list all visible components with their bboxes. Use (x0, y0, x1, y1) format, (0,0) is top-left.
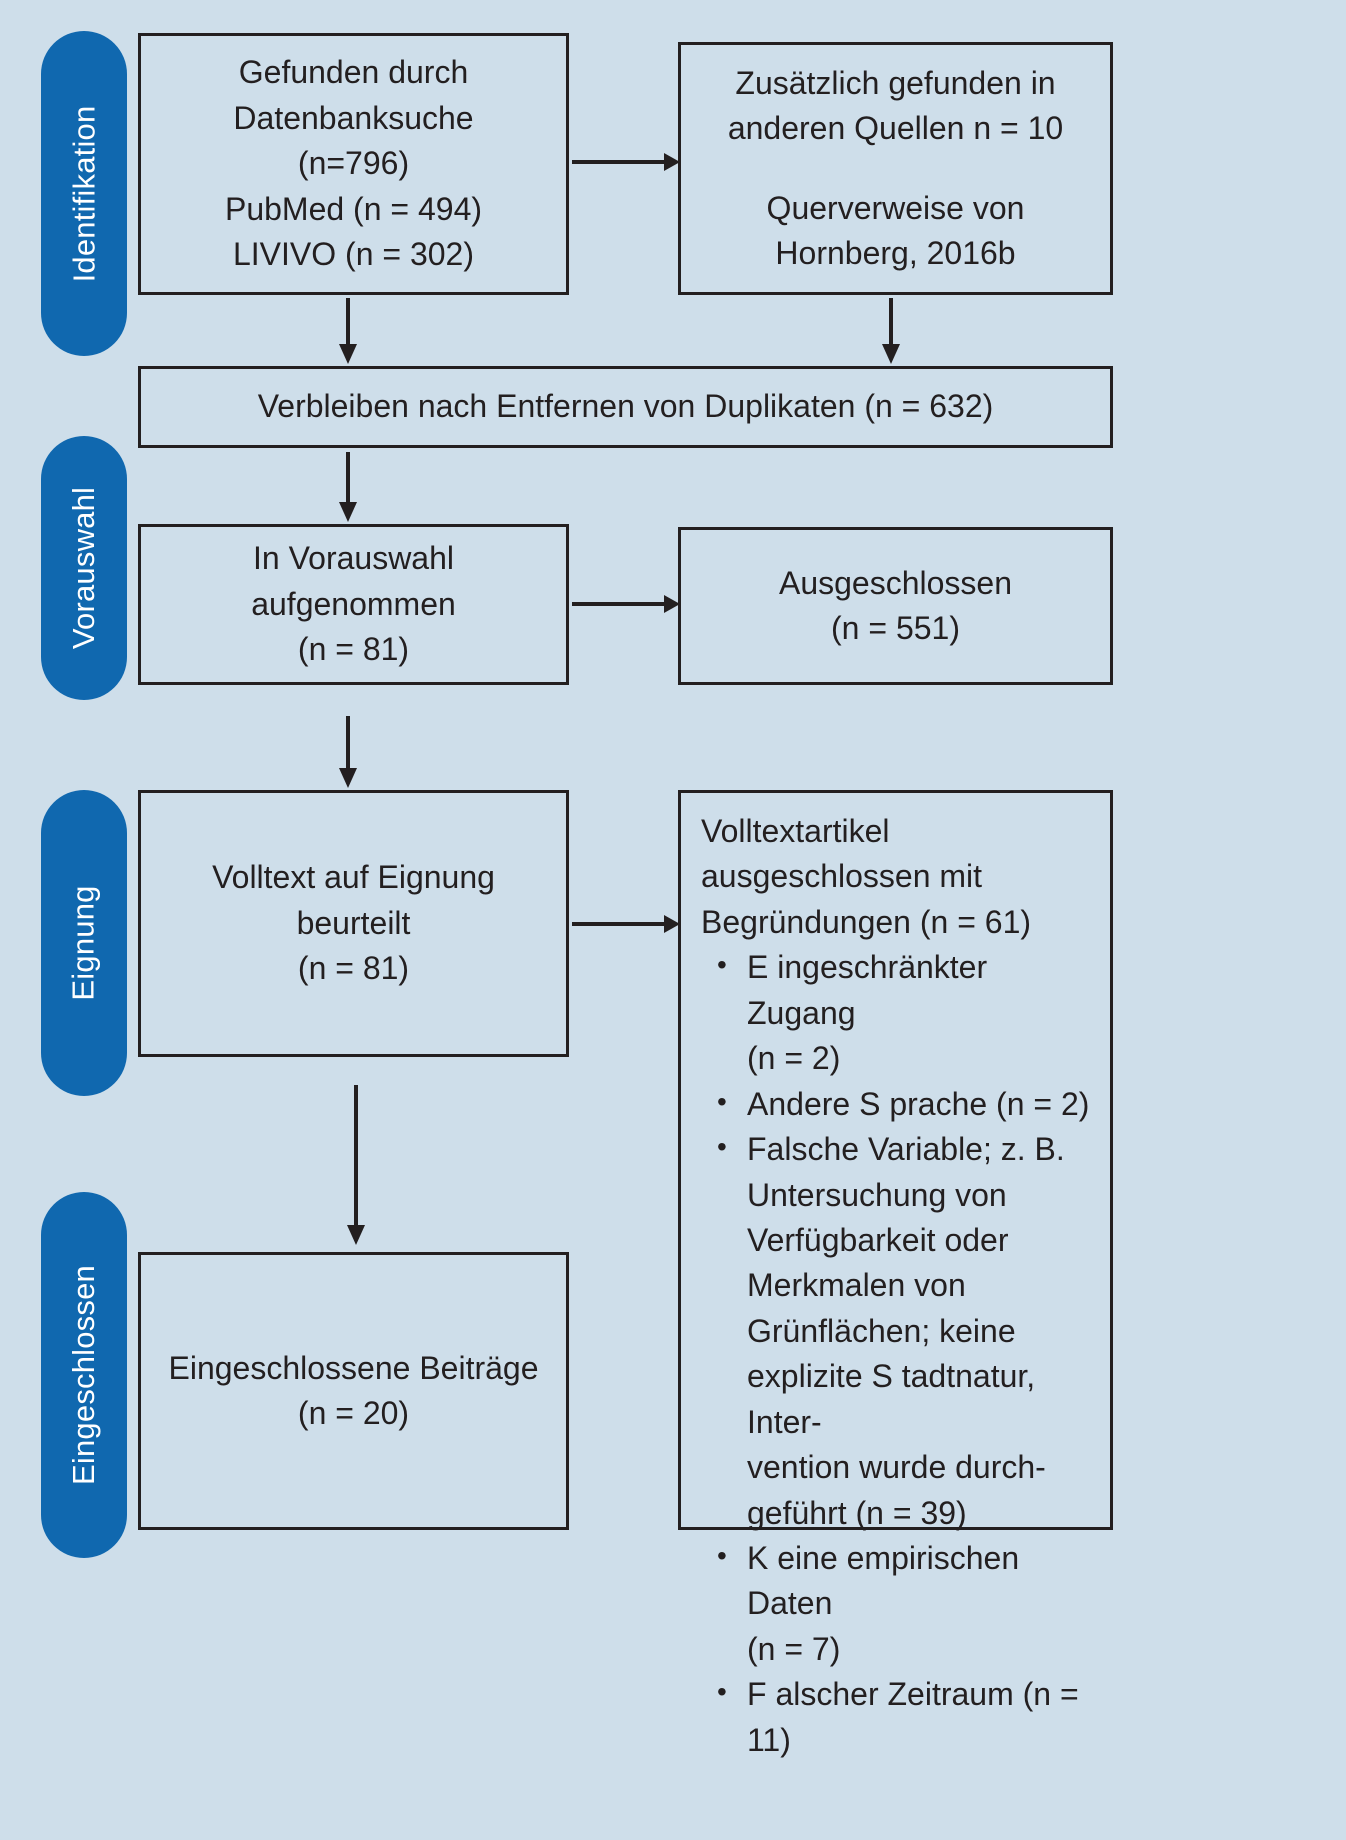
arrow-duplicates-to-screening (336, 452, 360, 522)
box-eligibility: Volltext auf Eignung beurteilt (n = 81) (138, 790, 569, 1057)
box-database-search: Gefunden durch Datenbanksuche (n=796) Pu… (138, 33, 569, 295)
arrow-other-sources-to-duplicates (879, 298, 903, 364)
reason-5-line-1: F alscher Zeitraum (n = 11) (747, 1676, 1079, 1758)
box-duplicates-removed: Verbleiben nach Entfernen von Duplikaten… (138, 366, 1113, 448)
screening-line-3: (n = 81) (297, 631, 410, 668)
stage-label-eingeschlossen: Eingeschlossen (66, 1265, 101, 1485)
reason-3-line-3: Verfügbarkeit oder (747, 1221, 1009, 1258)
arrow-screening-to-eligibility (336, 716, 360, 788)
other-sources-line-2: anderen Quellen n = 10 (727, 110, 1064, 147)
box-fulltext-excluded: Volltextartikel ausgeschlossen mit Begrü… (678, 790, 1113, 1758)
list-item: • F alscher Zeitraum (n = 11) (717, 1672, 1094, 1763)
database-search-line-3: (n=796) (297, 145, 410, 182)
box-other-sources: Zusätzlich gefunden in anderen Quellen n… (678, 42, 1113, 295)
eligibility-line-2: beurteilt (296, 904, 411, 941)
reason-3-line-8: geführt (n = 39) (747, 1494, 967, 1531)
other-sources-line-1: Zusätzlich gefunden in (735, 64, 1056, 101)
list-item: • Falsche Variable; z. B. Untersuchung v… (717, 1127, 1094, 1536)
stage-pill-vorauswahl: Vorauswahl (41, 436, 127, 700)
eligibility-line-3: (n = 81) (297, 950, 410, 987)
arrow-screening-to-excluded (572, 592, 680, 616)
fulltext-excluded-heading-2: ausgeschlossen mit (701, 858, 983, 895)
list-item: • K eine empirischen Daten (n = 7) (717, 1536, 1094, 1672)
bullet-icon: • (717, 949, 727, 981)
box-screening: In Vorauswahl aufgenommen (n = 81) (138, 524, 569, 685)
database-search-line-5: LIVIVO (n = 302) (232, 236, 474, 273)
screening-line-2: aufgenommen (251, 585, 456, 622)
reason-1-line-1: E ingeschränkter Zugang (747, 949, 988, 1031)
fulltext-excluded-heading-1: Volltextartikel (701, 813, 890, 849)
screening-excluded-line-1: Ausgeschlossen (778, 564, 1013, 601)
included-line-2: (n = 20) (297, 1395, 410, 1431)
database-search-line-1: Gefunden durch (238, 54, 469, 91)
bullet-icon: • (717, 1540, 727, 1571)
reason-4-line-1: K eine empirischen Daten (747, 1540, 1020, 1622)
eligibility-line-1: Volltext auf Eignung (212, 859, 495, 896)
list-item: • Andere S prache (n = 2) (717, 1082, 1094, 1127)
arrow-eligibility-to-included (344, 1085, 368, 1245)
bullet-icon: • (717, 1676, 727, 1708)
arrow-database-to-other-sources (572, 150, 680, 174)
stage-label-identifikation: Identifikation (66, 105, 102, 282)
stage-label-eignung: Eignung (66, 885, 102, 1001)
fulltext-excluded-reason-list: • E ingeschränkter Zugang (n = 2) • Ande… (687, 945, 1104, 1763)
reason-3-line-7: vention wurde durch- (747, 1449, 1046, 1486)
box-screening-excluded: Ausgeschlossen (n = 551) (678, 527, 1113, 685)
reason-4-line-2: (n = 7) (747, 1630, 841, 1667)
arrow-eligibility-to-fulltext-excluded (572, 912, 680, 936)
screening-excluded-line-2: (n = 551) (831, 610, 960, 646)
bullet-icon: • (717, 1131, 727, 1163)
other-sources-line-3: Querverweise von (766, 189, 1025, 226)
reason-2-line-1: Andere S prache (n = 2) (747, 1085, 1090, 1122)
reason-1-line-2: (n = 2) (747, 1040, 841, 1077)
stage-label-vorauswahl: Vorauswahl (66, 486, 101, 650)
reason-3-line-2: Untersuchung von (747, 1176, 1007, 1213)
stage-pill-eingeschlossen: Eingeschlossen (41, 1192, 127, 1558)
database-search-line-4: PubMed (n = 494) (224, 190, 483, 227)
bullet-icon: • (717, 1085, 727, 1117)
screening-line-1: In Vorauswahl (252, 540, 454, 577)
duplicates-removed-line-1: Verbleiben nach Entfernen von Duplikaten… (257, 388, 994, 425)
arrow-database-to-duplicates (336, 298, 360, 364)
included-line-1: Eingeschlossene Beiträge (168, 1349, 539, 1386)
reason-3-line-4: Merkmalen von (747, 1267, 966, 1304)
fulltext-excluded-heading-3: Begründungen (n = 61) (701, 903, 1032, 940)
other-sources-line-4: Hornberg, 2016b (775, 234, 1016, 271)
reason-3-line-5: Grünflächen; keine (747, 1312, 1016, 1349)
reason-3-line-1: Falsche Variable; z. B. (747, 1131, 1065, 1168)
box-included: Eingeschlossene Beiträge (n = 20) (138, 1252, 569, 1530)
list-item: • E ingeschränkter Zugang (n = 2) (717, 945, 1094, 1081)
database-search-line-2: Datenbanksuche (233, 99, 474, 136)
reason-3-line-6: explizite S tadtnatur, Inter- (747, 1358, 1036, 1440)
stage-pill-eignung: Eignung (41, 790, 127, 1096)
stage-pill-identifikation: Identifikation (41, 31, 127, 356)
